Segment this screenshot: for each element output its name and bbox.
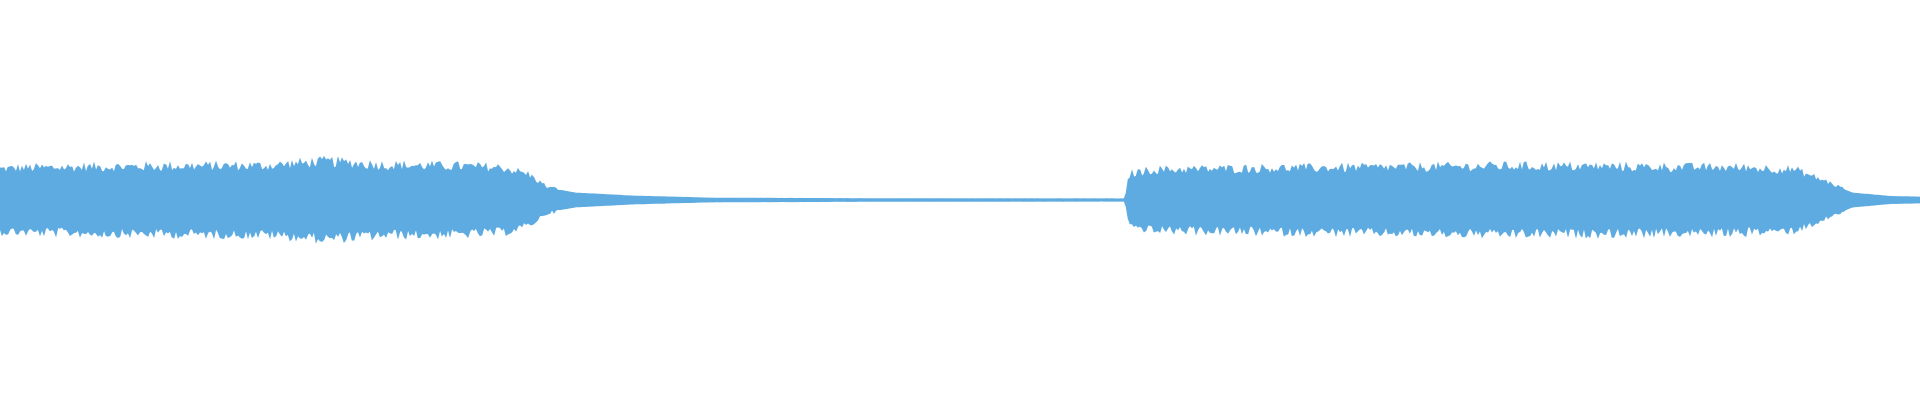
waveform-shape <box>0 155 1920 244</box>
